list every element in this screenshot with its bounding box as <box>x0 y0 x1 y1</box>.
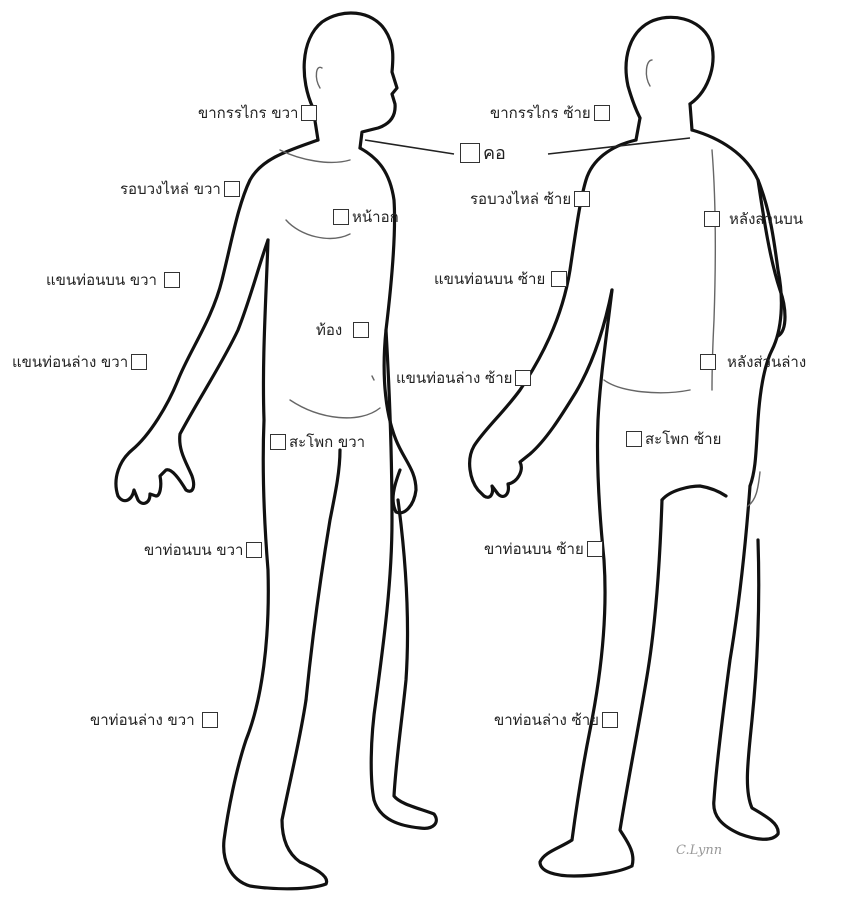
region-upper-arm-right-label: แขนท่อนบน ขวา <box>46 268 157 292</box>
region-chest-checkbox[interactable] <box>333 209 349 225</box>
region-upper-back[interactable]: หลังส่วนบน <box>704 207 803 231</box>
region-lower-back-label: หลังส่วนล่าง <box>727 350 806 374</box>
region-neck-label: คอ <box>483 138 506 167</box>
region-chest-label: หน้าอก <box>352 205 399 229</box>
region-abdomen-checkbox[interactable] <box>353 322 369 338</box>
region-hip-right[interactable]: สะโพก ขวา <box>270 430 365 454</box>
region-thigh-left[interactable]: ขาท่อนบน ซ้าย <box>484 537 603 561</box>
region-forearm-right-checkbox[interactable] <box>131 354 147 370</box>
region-upper-arm-left-label: แขนท่อนบน ซ้าย <box>434 267 545 291</box>
region-jaw-right[interactable]: ขากรรไกร ขวา <box>198 101 317 125</box>
region-abdomen[interactable]: ท้อง <box>316 318 369 342</box>
region-forearm-left[interactable]: แขนท่อนล่าง ซ้าย <box>396 366 531 390</box>
region-upper-back-label: หลังส่วนบน <box>729 207 803 231</box>
region-jaw-right-label: ขากรรไกร ขวา <box>198 101 298 125</box>
region-hip-left[interactable]: สะโพก ซ้าย <box>626 427 721 451</box>
region-shoulder-left[interactable]: รอบวงไหล่ ซ้าย <box>470 187 590 211</box>
region-upper-back-checkbox[interactable] <box>704 211 720 227</box>
region-lower-back[interactable]: หลังส่วนล่าง <box>700 350 806 374</box>
region-forearm-left-label: แขนท่อนล่าง ซ้าย <box>396 366 512 390</box>
region-jaw-left[interactable]: ขากรรไกร ซ้าย <box>490 101 610 125</box>
neck-pointer-left <box>365 140 454 154</box>
region-hip-left-label: สะโพก ซ้าย <box>645 427 721 451</box>
region-forearm-right[interactable]: แขนท่อนล่าง ขวา <box>12 350 147 374</box>
region-shin-right-checkbox[interactable] <box>202 712 218 728</box>
artist-signature: C.Lynn <box>676 843 722 858</box>
region-shin-left-checkbox[interactable] <box>602 712 618 728</box>
region-thigh-right-label: ขาท่อนบน ขวา <box>144 538 243 562</box>
region-shoulder-left-checkbox[interactable] <box>574 191 590 207</box>
region-shoulder-right-checkbox[interactable] <box>224 181 240 197</box>
region-forearm-right-label: แขนท่อนล่าง ขวา <box>12 350 128 374</box>
region-upper-arm-left[interactable]: แขนท่อนบน ซ้าย <box>434 267 567 291</box>
neck-pointer-right <box>548 138 690 154</box>
region-jaw-left-checkbox[interactable] <box>594 105 610 121</box>
region-thigh-right-checkbox[interactable] <box>246 542 262 558</box>
region-chest[interactable]: หน้าอก <box>333 205 399 229</box>
region-hip-right-checkbox[interactable] <box>270 434 286 450</box>
region-shin-left-label: ขาท่อนล่าง ซ้าย <box>494 708 599 732</box>
region-neck[interactable]: คอ <box>460 138 506 167</box>
region-shin-left[interactable]: ขาท่อนล่าง ซ้าย <box>494 708 618 732</box>
region-shin-right[interactable]: ขาท่อนล่าง ขวา <box>90 708 218 732</box>
region-shoulder-right[interactable]: รอบวงไหล่ ขวา <box>120 177 240 201</box>
region-jaw-right-checkbox[interactable] <box>301 105 317 121</box>
region-lower-back-checkbox[interactable] <box>700 354 716 370</box>
region-hip-right-label: สะโพก ขวา <box>289 430 365 454</box>
region-upper-arm-right[interactable]: แขนท่อนบน ขวา <box>46 268 180 292</box>
region-shoulder-left-label: รอบวงไหล่ ซ้าย <box>470 187 571 211</box>
region-hip-left-checkbox[interactable] <box>626 431 642 447</box>
region-shoulder-right-label: รอบวงไหล่ ขวา <box>120 177 221 201</box>
region-shin-right-label: ขาท่อนล่าง ขวา <box>90 708 195 732</box>
region-thigh-left-checkbox[interactable] <box>587 541 603 557</box>
region-upper-arm-left-checkbox[interactable] <box>551 271 567 287</box>
region-upper-arm-right-checkbox[interactable] <box>164 272 180 288</box>
region-neck-checkbox[interactable] <box>460 143 480 163</box>
region-jaw-left-label: ขากรรไกร ซ้าย <box>490 101 591 125</box>
region-forearm-left-checkbox[interactable] <box>515 370 531 386</box>
region-thigh-left-label: ขาท่อนบน ซ้าย <box>484 537 584 561</box>
region-thigh-right[interactable]: ขาท่อนบน ขวา <box>144 538 262 562</box>
region-abdomen-label: ท้อง <box>316 318 342 342</box>
